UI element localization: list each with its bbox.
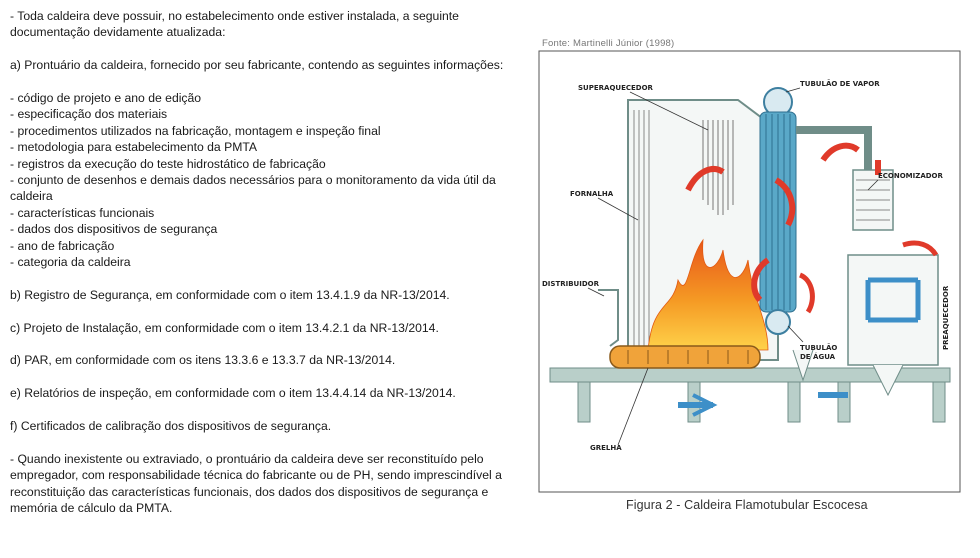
label-grelha: GRELHA	[590, 444, 622, 452]
preheater	[847, 254, 939, 366]
item-f-paragraph: f) Certificados de calibração dos dispos…	[10, 419, 332, 434]
label-tubulao-vapor: TUBULÃO DE VAPOR	[800, 79, 880, 88]
foundation-leg	[932, 381, 946, 423]
hopper	[792, 349, 814, 382]
list-item: - registros da execução do teste hidrost…	[10, 156, 326, 171]
grate	[609, 345, 761, 369]
foundation-leg	[787, 381, 801, 423]
wall-tubes	[633, 110, 650, 350]
economizer-coils	[856, 179, 890, 221]
item-c-paragraph: c) Projeto de Instalação, em conformidad…	[10, 320, 439, 335]
list-item: - categoria da caldeira	[10, 255, 131, 270]
distributor	[598, 289, 619, 347]
foundation-leg	[837, 381, 851, 423]
red-arrow	[751, 257, 770, 303]
item-e-paragraph: e) Relatórios de inspeção, em conformida…	[10, 386, 456, 401]
item-b-paragraph: b) Registro de Segurança, em conformidad…	[10, 287, 450, 302]
list-item: - código de projeto e ano de edição	[10, 91, 202, 105]
red-arrow	[685, 166, 725, 192]
red-arrow	[902, 240, 939, 257]
list-item: - especificação dos materiais	[10, 107, 168, 122]
foundation-leg	[577, 381, 591, 423]
superheater-bank	[702, 120, 734, 215]
item-a-paragraph: a) Prontuário da caldeira, fornecido por…	[10, 58, 504, 73]
boiler-diagram: SUPERAQUECEDOR TUBULÃO DE VAPOR FORNALHA…	[538, 50, 961, 493]
figure-caption: Figura 2 - Caldeira Flamotubular Escoces…	[626, 498, 868, 512]
list-item: - procedimentos utilizados na fabricação…	[10, 123, 381, 138]
label-superaquecedor: SUPERAQUECEDOR	[578, 84, 654, 92]
closing-paragraph: - Quando inexistente ou extraviado, o pr…	[10, 451, 502, 516]
list-item: - conjunto de desenhos e demais dados ne…	[10, 173, 496, 204]
list-item: - ano de fabricação	[10, 238, 115, 253]
figure-source: Fonte: Martinelli Júnior (1998)	[542, 38, 675, 49]
label-tubulao-agua-2: DE ÁGUA	[800, 352, 836, 361]
boiler-figure: Fonte: Martinelli Júnior (1998)	[530, 36, 970, 556]
leader-lines	[587, 87, 879, 446]
tube-lines	[765, 114, 791, 310]
list-item: - dados dos dispositivos de segurança	[10, 222, 218, 237]
item-d-paragraph: d) PAR, em conformidade com os itens 13.…	[10, 353, 396, 368]
red-arrow	[820, 142, 860, 162]
label-fornalha: FORNALHA	[570, 190, 614, 198]
label-economizador: ECONOMIZADOR	[878, 172, 944, 180]
hopper	[872, 364, 904, 397]
red-arrow	[774, 177, 796, 227]
blue-arrow	[692, 393, 718, 417]
list-item: - metodologia para estabelecimento da PM…	[10, 140, 258, 155]
label-tubulao-agua-1: TUBULÃO	[800, 343, 837, 352]
document-text: - Toda caldeira deve possuir, no estabel…	[10, 8, 510, 516]
grate-bars	[627, 350, 749, 364]
water-drum	[765, 309, 791, 335]
label-preaquecedor: PREAQUECEDOR	[942, 285, 950, 350]
label-distribuidor: DISTRIBUIDOR	[542, 280, 600, 288]
prontuario-list: - código de projeto e ano de edição - es…	[10, 90, 510, 270]
flue-duct	[796, 126, 872, 170]
blue-arrow	[865, 277, 921, 323]
intro-paragraph: - Toda caldeira deve possuir, no estabel…	[10, 9, 459, 40]
list-item: - características funcionais	[10, 205, 155, 220]
red-arrow	[798, 272, 815, 314]
